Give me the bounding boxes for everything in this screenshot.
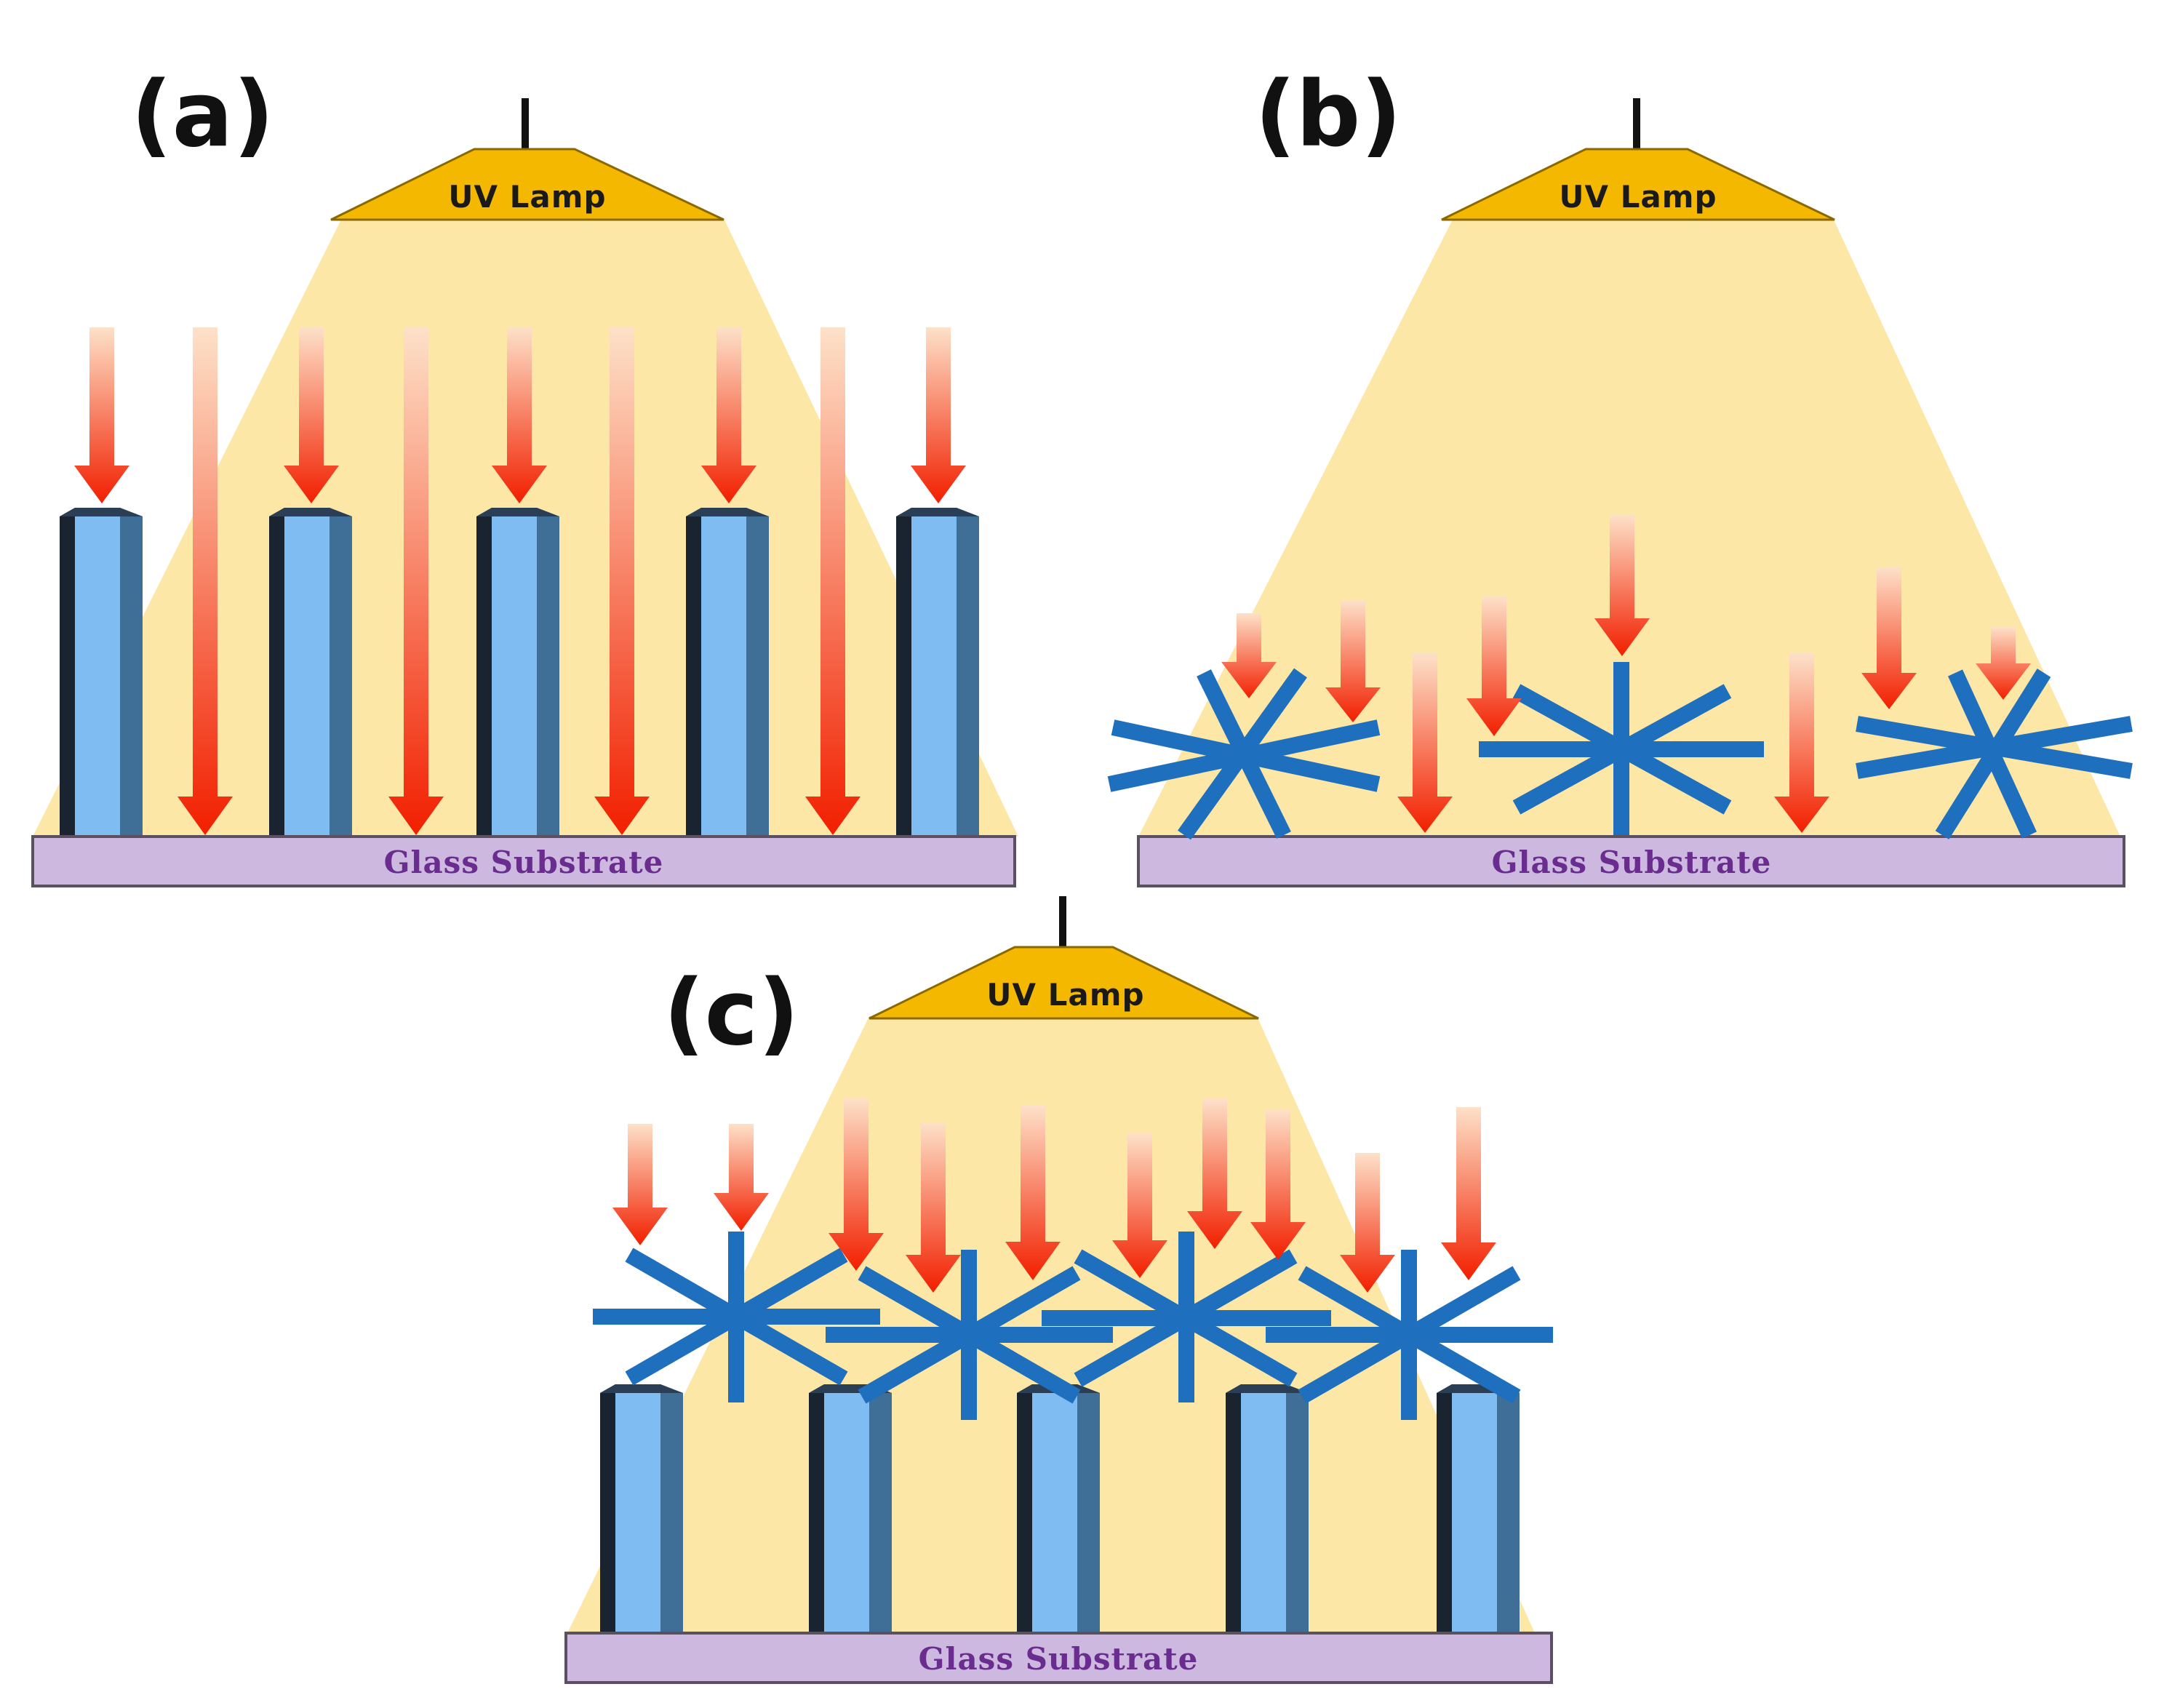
rod-group: [60, 508, 979, 835]
nanostar: [1107, 668, 1381, 840]
uv-arrow: [1976, 627, 2031, 700]
nanorod: [1437, 1384, 1520, 1632]
uv-arrow: [1221, 613, 1277, 698]
nanostar: [1479, 662, 1764, 835]
panel-label: (b): [1255, 63, 1402, 167]
uv-arrow: [805, 327, 861, 835]
uv-arrow: [492, 327, 547, 503]
nanostar: [1856, 669, 2133, 839]
nanostar: [1042, 1232, 1331, 1402]
uv-arrow: [1005, 1106, 1061, 1280]
uv-arrow: [1187, 1098, 1242, 1249]
substrate: Glass Substrate: [1137, 835, 2125, 887]
nanorod: [269, 508, 352, 835]
nanorod: [1226, 1384, 1309, 1632]
nanorod: [60, 508, 143, 835]
nanostar-group: [1107, 662, 2133, 840]
nanorod: [476, 508, 559, 835]
uv-arrow: [1397, 653, 1453, 833]
uv-lamp: UV Lamp: [869, 896, 1259, 1020]
lamp-label: UV Lamp: [986, 977, 1144, 1013]
uv-lamp: UV Lamp: [330, 98, 724, 221]
rod-group: [600, 1384, 1520, 1632]
lamp-cord: [1059, 896, 1066, 949]
uv-arrow: [1441, 1107, 1496, 1280]
uv-arrow: [829, 1098, 884, 1271]
nanorod: [600, 1384, 683, 1632]
uv-arrow: [911, 327, 966, 503]
lamp-label: UV Lamp: [1559, 179, 1717, 215]
glass-substrate: [31, 835, 1016, 887]
nanostar-group: [593, 1232, 1553, 1420]
uv-arrow-group: [74, 327, 966, 835]
lamp-housing: [330, 148, 724, 221]
uv-arrow: [1774, 653, 1829, 833]
uv-arrow: [1250, 1109, 1306, 1260]
uv-arrow: [594, 327, 650, 835]
nanorod: [1017, 1384, 1100, 1632]
lamp-housing: [1441, 148, 1835, 221]
panel-a: UV Lamp Glass Substrate (a): [31, 63, 1018, 887]
uv-arrow: [74, 327, 129, 503]
nanostar: [593, 1232, 880, 1402]
uv-arrow: [612, 1124, 668, 1245]
uv-arrow: [1466, 596, 1522, 736]
panel-label: (a): [131, 63, 274, 167]
uv-arrow: [714, 1124, 769, 1231]
uv-arrow-group: [612, 1098, 1496, 1293]
panel-b: UV Lamp Glass Substrate (b): [1107, 63, 2133, 887]
uv-arrow: [701, 327, 756, 503]
uv-arrow: [906, 1122, 961, 1293]
nanostar: [826, 1250, 1113, 1420]
uv-arrow: [1325, 600, 1381, 722]
uv-arrow: [1112, 1133, 1167, 1278]
lamp-cord: [522, 98, 529, 151]
nanostar: [1266, 1250, 1553, 1420]
uv-arrow: [1594, 515, 1650, 656]
uv-lamp: UV Lamp: [1441, 98, 1835, 221]
glass-substrate: [1137, 835, 2125, 887]
substrate: Glass Substrate: [564, 1632, 1553, 1684]
uv-arrow: [177, 327, 233, 835]
uv-arrow-group: [1221, 515, 2031, 833]
nanorod: [809, 1384, 892, 1632]
glass-substrate: [564, 1632, 1553, 1684]
panel-label: (c): [663, 961, 799, 1066]
substrate-label: Glass Substrate: [919, 1641, 1199, 1677]
lamp-cord: [1633, 98, 1640, 151]
substrate-label: Glass Substrate: [1492, 845, 1772, 880]
nanorod: [686, 508, 769, 835]
lamp-label: UV Lamp: [448, 179, 606, 215]
panel-c: UV Lamp Glass Substrate (c): [564, 896, 1553, 1684]
substrate: Glass Substrate: [31, 835, 1016, 887]
uv-arrow: [1861, 567, 1917, 709]
substrate-label: Glass Substrate: [384, 845, 664, 880]
uv-arrow: [284, 327, 339, 503]
uv-arrow: [388, 327, 444, 835]
nanorod: [896, 508, 979, 835]
uv-arrow: [1340, 1153, 1395, 1293]
lamp-housing: [869, 946, 1259, 1020]
